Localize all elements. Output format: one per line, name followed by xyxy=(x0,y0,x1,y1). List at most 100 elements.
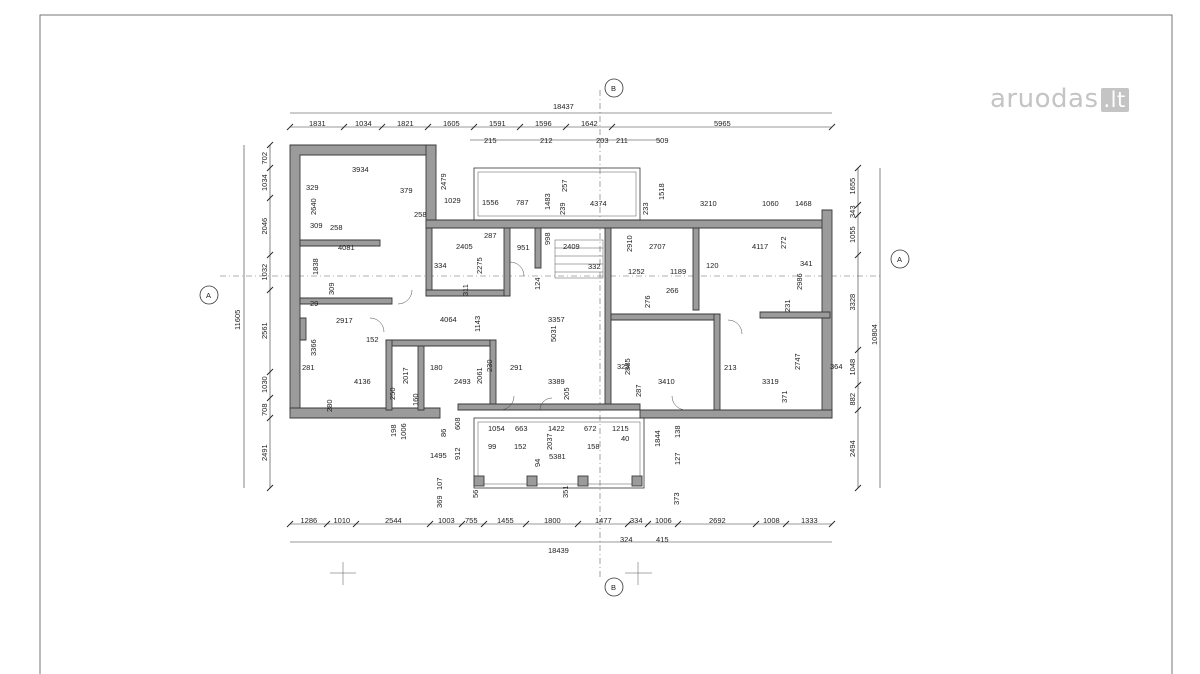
dim-tick xyxy=(854,251,862,259)
dim-tick xyxy=(378,123,386,131)
room-dimension-label: 127 xyxy=(673,452,682,465)
room-dimension-label: 287 xyxy=(484,231,497,240)
room-dimension-label: 1189 xyxy=(670,267,686,276)
dim-bottom-overall: 18439 xyxy=(548,546,569,555)
room-dimension-label: 912 xyxy=(453,447,462,460)
room-dimension-label: 672 xyxy=(584,424,597,433)
room-dimension-label: 231 xyxy=(783,299,792,312)
dim-tick xyxy=(516,123,524,131)
dim-left-value: 1034 xyxy=(260,174,269,191)
dim-top-value: 215 xyxy=(484,136,497,145)
room-dimension-label: 258 xyxy=(330,223,343,232)
dim-bottom-value: 1800 xyxy=(544,516,561,525)
room-dimension-label: 158 xyxy=(587,442,600,451)
room-dimension-label: 1495 xyxy=(430,451,447,460)
room-dimension-label: 94 xyxy=(533,459,542,467)
dim-tick xyxy=(266,484,274,492)
dim-right-value: 3328 xyxy=(848,294,857,311)
room-dimension-label: 86 xyxy=(439,429,448,437)
room-dimension-label: 266 xyxy=(666,286,679,295)
dim-tick xyxy=(470,123,478,131)
room-dimension-label: 272 xyxy=(779,236,788,249)
room-dimension-label: 2037 xyxy=(545,433,554,450)
dim-tick xyxy=(458,520,466,528)
room-dimension-label: 124 xyxy=(533,277,542,290)
dim-top-value: 1605 xyxy=(443,119,460,128)
room-dimension-label: 1060 xyxy=(762,199,779,208)
room-dimension-label: 2917 xyxy=(336,316,353,325)
dim-bottom-value: 324 xyxy=(620,535,633,544)
room-dimension-label: 233 xyxy=(641,202,650,215)
room-dimension-label: 1838 xyxy=(311,258,320,275)
section-marker-bottom-label: B xyxy=(611,583,616,592)
dim-tick xyxy=(854,346,862,354)
dim-tick xyxy=(624,520,632,528)
room-dimension-label: 369 xyxy=(435,495,444,508)
dim-right-value: 1048 xyxy=(848,359,857,376)
room-dimension-label: 998 xyxy=(543,232,552,245)
dim-top-value: 211 xyxy=(616,136,628,145)
dim-tick xyxy=(522,520,530,528)
room-dimension-label: 1483 xyxy=(543,193,552,210)
dim-left-value: 1030 xyxy=(260,376,269,393)
dim-bottom-value: 755 xyxy=(465,516,478,525)
room-dimension-label: 3934 xyxy=(352,165,369,174)
dim-right-value: 1055 xyxy=(848,226,857,243)
room-dimension-label: 2493 xyxy=(454,377,471,386)
room-dimension-label: 2747 xyxy=(793,353,802,370)
dim-tick xyxy=(674,520,682,528)
dim-tick xyxy=(854,381,862,389)
room-dimension-label: 351 xyxy=(561,485,570,498)
section-marker-left-label: A xyxy=(206,291,211,300)
room-dimension-label: 2405 xyxy=(456,242,473,251)
room-dimension-label: 2017 xyxy=(401,367,410,384)
room-dimension-label: 107 xyxy=(435,477,444,490)
dim-tick xyxy=(854,406,862,414)
dim-top-value: 5965 xyxy=(714,119,731,128)
room-dimension-label: 329 xyxy=(306,183,319,192)
dim-tick xyxy=(323,520,331,528)
room-dimension-label: 152 xyxy=(514,442,527,451)
dim-top-value: 1034 xyxy=(355,119,372,128)
room-dimension-label: 1252 xyxy=(628,267,645,276)
room-dimension-label: 379 xyxy=(400,186,413,195)
section-marker-top-label: B xyxy=(611,84,616,93)
watermark-text: aruodas xyxy=(990,84,1099,114)
room-dimension-label: 1556 xyxy=(482,198,499,207)
dim-tick xyxy=(608,123,616,131)
section-marker-right: A xyxy=(890,249,910,269)
room-dimension-label: 341 xyxy=(800,259,813,268)
dim-tick xyxy=(266,251,274,259)
room-dimension-label: 1215 xyxy=(612,424,629,433)
room-dimension-label: 608 xyxy=(453,417,462,430)
dim-bottom-value: 1286 xyxy=(301,516,318,525)
door-swings xyxy=(369,261,743,411)
room-dimension-label: 152 xyxy=(366,335,379,344)
dim-top-value: 1831 xyxy=(309,119,326,128)
dim-tick xyxy=(828,123,836,131)
room-dimension-label: 3357 xyxy=(548,315,565,324)
room-dimension-label: 1143 xyxy=(473,316,482,332)
dim-tick xyxy=(266,368,274,376)
room-dimension-label: 230 xyxy=(485,359,494,372)
dim-tick xyxy=(266,286,274,294)
section-marker-right-label: A xyxy=(897,255,902,264)
dim-tick xyxy=(782,520,790,528)
dim-right-overall: 10804 xyxy=(870,324,879,345)
dim-top-value: 1642 xyxy=(581,119,598,128)
room-dimension-label: 138 xyxy=(673,425,682,438)
room-dimension-label: 663 xyxy=(515,424,528,433)
room-dimension-label: 4064 xyxy=(440,315,457,324)
dim-tick xyxy=(752,520,760,528)
dim-bottom-value: 415 xyxy=(656,535,669,544)
dim-tick xyxy=(266,164,274,172)
room-dimension-label: 239 xyxy=(558,202,567,215)
dim-top-value: 203 xyxy=(596,136,609,145)
dim-right-value: 882 xyxy=(848,393,857,406)
dim-tick xyxy=(426,520,434,528)
dim-tick xyxy=(286,123,294,131)
dim-bottom-value: 1003 xyxy=(438,516,455,525)
